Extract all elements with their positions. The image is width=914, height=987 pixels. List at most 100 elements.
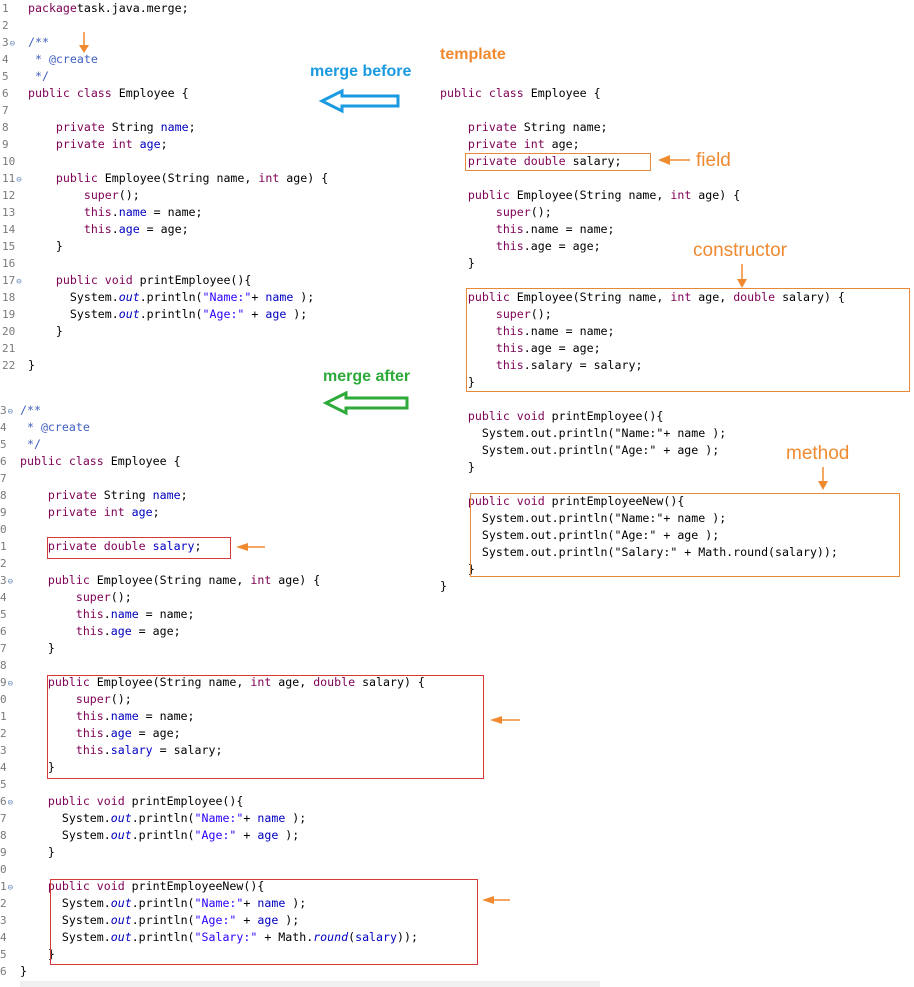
- fold-toggle-icon[interactable]: ⊖: [7, 679, 14, 689]
- code-token: (: [348, 930, 356, 944]
- code-token: .: [103, 709, 111, 723]
- template-code-line: this.name = name;: [440, 323, 912, 340]
- code-text: this.name = name;: [28, 204, 203, 221]
- before-code-line: 20 }: [0, 323, 436, 340]
- template-constructor-box: [466, 288, 910, 392]
- after-code-line: 7 System.out.println("Name:"+ name );: [0, 810, 600, 827]
- code-token: this: [495, 341, 524, 355]
- code-token: this: [83, 205, 112, 219]
- fold-toggle-icon[interactable]: ⊖: [16, 277, 22, 287]
- line-number: 12: [2, 189, 16, 202]
- code-token: "Age:": [194, 828, 237, 842]
- code-token: System.: [20, 896, 111, 910]
- code-token: name: [160, 120, 189, 134]
- code-token: salary) {: [355, 675, 425, 689]
- fold-toggle-icon[interactable]: ⊖: [7, 798, 14, 808]
- template-code-line: }: [440, 578, 912, 595]
- code-token: String: [96, 488, 153, 502]
- code-token: }: [440, 256, 475, 270]
- code-token: double: [733, 290, 776, 304]
- code-token: System.out.println("Name:"+ name );: [440, 511, 727, 525]
- line-number: 0: [0, 863, 7, 876]
- code-token: */: [20, 437, 41, 451]
- after-code-line: 0: [0, 861, 600, 878]
- code-token: public class: [20, 454, 104, 468]
- code-token: printEmployeeNew(){: [124, 879, 265, 893]
- code-text: super();: [440, 204, 552, 221]
- template-code-line: this.salary = salary;: [440, 357, 912, 374]
- code-text: super();: [440, 306, 552, 323]
- line-number: 6: [2, 87, 9, 100]
- code-token: public void: [467, 409, 545, 423]
- template-code-line: System.out.println("Name:"+ name );: [440, 510, 912, 527]
- code-text: System.out.println("Age:" + age );: [28, 306, 307, 323]
- code-text: }: [28, 323, 63, 340]
- line-number: 10: [2, 155, 16, 168]
- code-text: this.age = age;: [20, 623, 181, 640]
- line-number: 14: [2, 223, 16, 236]
- code-token: = age;: [139, 222, 189, 236]
- code-text: super();: [20, 691, 132, 708]
- line-number: 3⊖: [2, 36, 16, 49]
- code-token: [20, 539, 48, 553]
- code-token: age: [110, 624, 132, 638]
- line-number: 6⊖: [0, 795, 14, 808]
- code-text: this.age = age;: [440, 238, 601, 255]
- fold-toggle-icon[interactable]: ⊖: [7, 883, 14, 893]
- template-code-panel: public class Employee { private String n…: [440, 85, 912, 595]
- after-field-box: [47, 537, 231, 559]
- code-text: packagetask.java.merge;: [28, 0, 189, 17]
- line-number: 4: [0, 761, 7, 774]
- code-text: }: [28, 357, 35, 374]
- code-token: }: [28, 358, 35, 372]
- code-text: System.out.println("Name:"+ name );: [28, 289, 314, 306]
- code-text: public void printEmployeeNew(){: [440, 493, 684, 510]
- code-text: private int age;: [28, 136, 168, 153]
- line-number: 9⊖: [0, 676, 14, 689]
- fold-toggle-icon[interactable]: ⊖: [16, 175, 22, 185]
- fold-toggle-icon[interactable]: ⊖: [7, 407, 14, 417]
- code-text: this.age = age;: [28, 221, 189, 238]
- line-number: 22: [2, 359, 16, 372]
- fold-toggle-icon[interactable]: ⊖: [9, 39, 16, 49]
- code-token: .name = name;: [523, 324, 615, 338]
- code-token: public: [47, 675, 90, 689]
- code-text: private String name;: [20, 487, 188, 504]
- code-text: System.out.println("Name:"+ name );: [20, 810, 306, 827]
- line-number: 3⊖: [0, 404, 14, 417]
- code-token: private: [55, 120, 105, 134]
- code-token: /**: [28, 35, 49, 49]
- code-token: task.java.merge;: [76, 1, 189, 15]
- code-text: System.out.println("Age:" + age );: [440, 442, 719, 459]
- after-code-line: 3 this.salary = salary;: [0, 742, 600, 759]
- template-code-line: public class Employee {: [440, 85, 912, 102]
- code-text: this.name = name;: [440, 323, 615, 340]
- line-number: 2: [0, 727, 7, 740]
- line-number: 1⊖: [0, 880, 14, 893]
- fold-toggle-icon[interactable]: ⊖: [7, 577, 14, 587]
- template-code-line: this.name = name;: [440, 221, 912, 238]
- line-number: 5: [2, 70, 9, 83]
- line-number: 3⊖: [0, 574, 14, 587]
- code-text: public Employee(String name, int age) {: [20, 572, 320, 589]
- code-token: age,: [691, 290, 734, 304]
- after-code-line: 5 this.name = name;: [0, 606, 600, 623]
- code-text: }: [440, 374, 475, 391]
- before-code-line: 18 System.out.println("Name:"+ name );: [0, 289, 436, 306]
- code-token: .: [111, 222, 119, 236]
- code-token: public void: [47, 794, 125, 808]
- code-token: ;: [160, 137, 168, 151]
- code-token: public void: [55, 273, 133, 287]
- code-token: + Math.: [257, 930, 314, 944]
- code-text: this.name = name;: [440, 221, 615, 238]
- merge-after-label: merge after: [323, 368, 411, 385]
- code-text: public void printEmployee(){: [28, 272, 251, 289]
- code-text: System.out.println("Name:"+ name );: [20, 895, 306, 912]
- code-token: this: [83, 222, 112, 236]
- line-number: 3: [0, 914, 7, 927]
- code-text: public class Employee {: [440, 85, 601, 102]
- horizontal-scrollbar[interactable]: [20, 981, 600, 987]
- code-text: * @create: [28, 51, 98, 68]
